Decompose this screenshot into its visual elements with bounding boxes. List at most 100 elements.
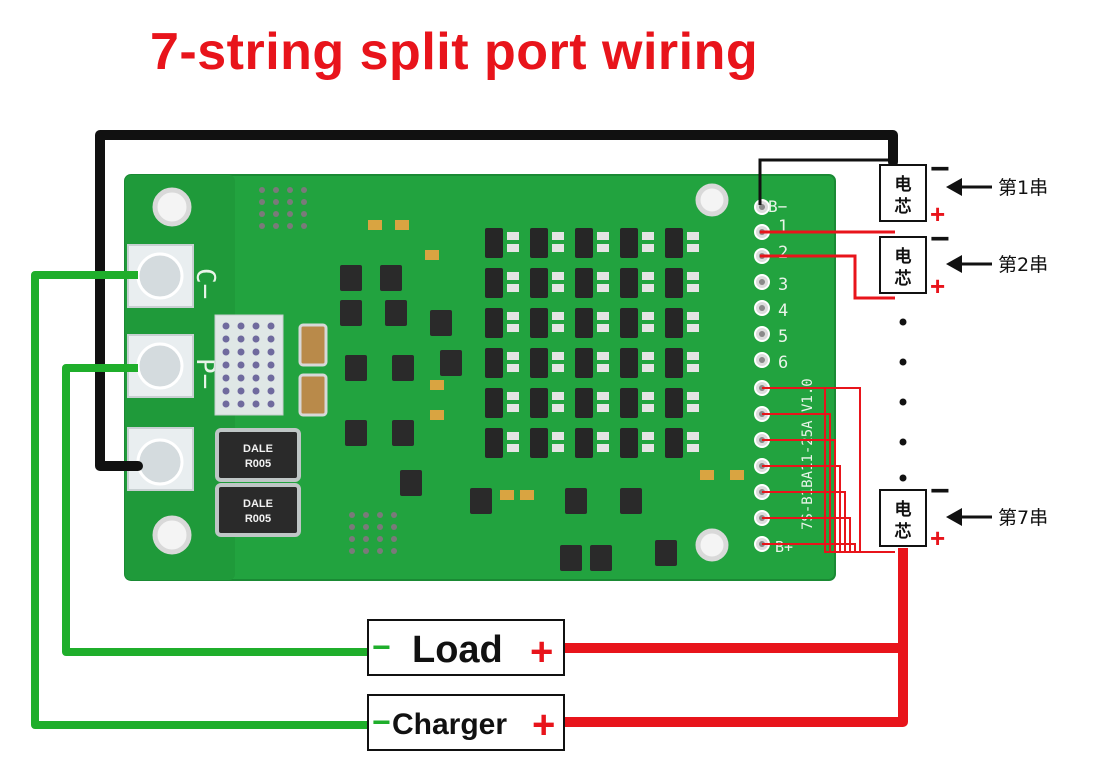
via	[363, 512, 369, 518]
smd-resistor	[642, 272, 654, 280]
pad-b-minus-main	[127, 427, 194, 491]
cell-7-minus: −	[930, 472, 950, 510]
smd-resistor	[597, 244, 609, 252]
via	[363, 536, 369, 542]
via	[377, 548, 383, 554]
smd-resistor	[507, 312, 519, 320]
via	[237, 335, 245, 343]
ic-chip	[400, 470, 422, 496]
via	[349, 524, 355, 530]
smd-resistor	[687, 444, 699, 452]
smd-resistor	[642, 432, 654, 440]
smd-capacitor	[430, 380, 444, 390]
arrow-icon	[946, 255, 962, 273]
via	[267, 387, 275, 395]
mosfet-chip	[485, 268, 503, 298]
ic-chip	[655, 540, 677, 566]
mosfet-chip	[530, 268, 548, 298]
header-number: 4	[778, 301, 788, 321]
via	[287, 223, 293, 229]
mosfet-chip	[575, 388, 593, 418]
wire-p-minus	[62, 364, 368, 656]
ic-chip	[392, 420, 414, 446]
header-number: 6	[778, 353, 788, 373]
load-box: − Load +	[367, 619, 565, 676]
via	[252, 400, 260, 408]
smd-resistor	[642, 404, 654, 412]
charger-minus: −	[372, 704, 391, 740]
smd-resistor	[597, 432, 609, 440]
smd-resistor	[552, 364, 564, 372]
via	[252, 387, 260, 395]
wire-b-minus-sense	[758, 158, 893, 205]
smd-resistor	[687, 352, 699, 360]
via	[222, 387, 230, 395]
balance-lead-bundle	[762, 387, 895, 553]
charger-label: Charger	[392, 708, 507, 741]
smd-resistor	[507, 392, 519, 400]
via	[259, 223, 265, 229]
cell-7-string-label: 第7串	[998, 507, 1048, 529]
smd-resistor	[552, 232, 564, 240]
mosfet-chip	[530, 228, 548, 258]
smd-resistor	[687, 392, 699, 400]
smd-resistor	[552, 244, 564, 252]
board-model-text: 7S-B1BA11-25A V1.0	[800, 378, 816, 530]
via	[237, 361, 245, 369]
mosfet-chip	[665, 348, 683, 378]
smd-resistor	[642, 232, 654, 240]
smd-resistor	[642, 364, 654, 372]
smd-resistor	[552, 352, 564, 360]
mosfet-chip	[530, 388, 548, 418]
load-minus: −	[372, 629, 391, 665]
smd-resistor	[507, 324, 519, 332]
smd-resistor	[597, 404, 609, 412]
via	[222, 374, 230, 382]
smd-resistor	[687, 244, 699, 252]
resistor-2-line1: DALE	[243, 498, 273, 510]
mosfet-chip	[575, 348, 593, 378]
smd-resistor	[507, 232, 519, 240]
smd-resistor	[597, 272, 609, 280]
mounting-hole	[695, 183, 729, 217]
via	[301, 187, 307, 193]
charger-box: − Charger +	[367, 694, 565, 751]
via	[237, 322, 245, 330]
smd-capacitor	[395, 220, 409, 230]
smd-resistor	[507, 404, 519, 412]
balance-lead	[762, 543, 895, 553]
via	[287, 187, 293, 193]
ic-chip	[345, 420, 367, 446]
mosfet-chip	[530, 348, 548, 378]
header-pin-hole	[759, 305, 765, 311]
mosfet-chip	[620, 268, 638, 298]
mosfet-chip	[530, 428, 548, 458]
ic-chip	[565, 488, 587, 514]
smd-resistor	[552, 432, 564, 440]
smd-resistor	[687, 324, 699, 332]
smd-resistor	[642, 392, 654, 400]
mosfet-chip	[620, 428, 638, 458]
smd-resistor	[687, 312, 699, 320]
capacitor	[298, 373, 328, 417]
ic-chip	[430, 310, 452, 336]
via	[237, 348, 245, 356]
smd-resistor	[552, 324, 564, 332]
via	[222, 348, 230, 356]
ic-chip	[385, 300, 407, 326]
ic-chip	[590, 545, 612, 571]
via	[363, 548, 369, 554]
ic-chip	[392, 355, 414, 381]
via	[237, 387, 245, 395]
via	[222, 322, 230, 330]
via	[301, 223, 307, 229]
load-label: Load	[412, 629, 503, 671]
smd-resistor	[687, 364, 699, 372]
cell-7-text-bottom: 芯	[895, 521, 912, 542]
wire-b-minus	[95, 130, 898, 471]
smd-resistor	[507, 364, 519, 372]
smd-resistor	[642, 444, 654, 452]
via	[377, 536, 383, 542]
